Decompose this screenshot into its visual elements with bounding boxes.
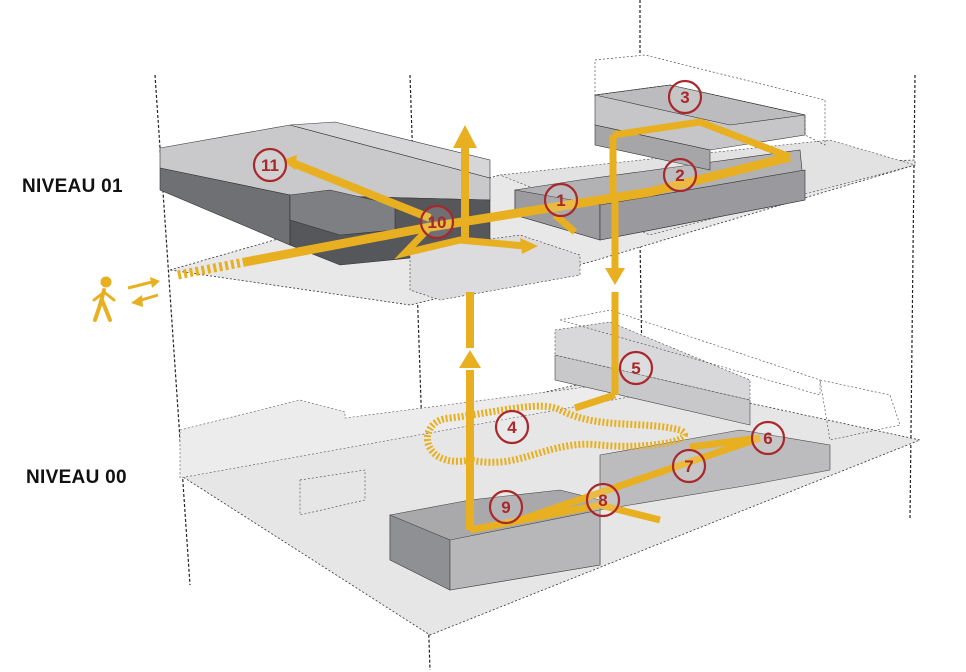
- exit-arrow-icon: [131, 293, 159, 307]
- level-label-niveau-00: NIVEAU 00: [26, 467, 127, 488]
- marker-6: 6: [750, 420, 786, 456]
- marker-8: 8: [585, 482, 621, 518]
- right-arrow-icon: [520, 238, 538, 254]
- marker-label: 3: [680, 88, 689, 107]
- marker-label: 6: [763, 429, 772, 448]
- marker-9: 9: [488, 489, 524, 525]
- marker-5: 5: [618, 350, 654, 386]
- exhibition-path: [423, 402, 688, 466]
- marker-label: 4: [507, 418, 517, 437]
- marker-label: 5: [631, 359, 640, 378]
- marker-2: 2: [662, 157, 698, 193]
- circulation-routes: [177, 118, 792, 534]
- left-arrow-icon: [283, 155, 297, 170]
- marker-1: 1: [543, 182, 579, 218]
- route-arrowheads: [283, 125, 625, 368]
- marker-7: 7: [671, 448, 707, 484]
- marker-label: 2: [675, 166, 684, 185]
- marker-4: 4: [494, 409, 530, 445]
- marker-3: 3: [667, 79, 703, 115]
- up-arrow-icon-lower: [459, 350, 481, 368]
- marker-label: 8: [598, 491, 607, 510]
- down-arrow-icon: [605, 268, 625, 285]
- pedestrian-icon: [92, 276, 116, 322]
- up-arrow-icon: [453, 125, 477, 148]
- marker-label: 9: [501, 498, 510, 517]
- marker-label: 1: [556, 191, 565, 210]
- marker-label: 10: [428, 213, 447, 232]
- marker-11: 11: [252, 147, 288, 183]
- level-label-niveau-01: NIVEAU 01: [22, 176, 123, 197]
- marker-10: 10: [419, 204, 455, 240]
- marker-label: 11: [261, 156, 279, 175]
- step-markers: 1 2 3 4 5 6 7 8 9 10 11: [252, 79, 786, 525]
- entry-arrow-icon: [127, 277, 160, 290]
- marker-label: 7: [684, 457, 693, 476]
